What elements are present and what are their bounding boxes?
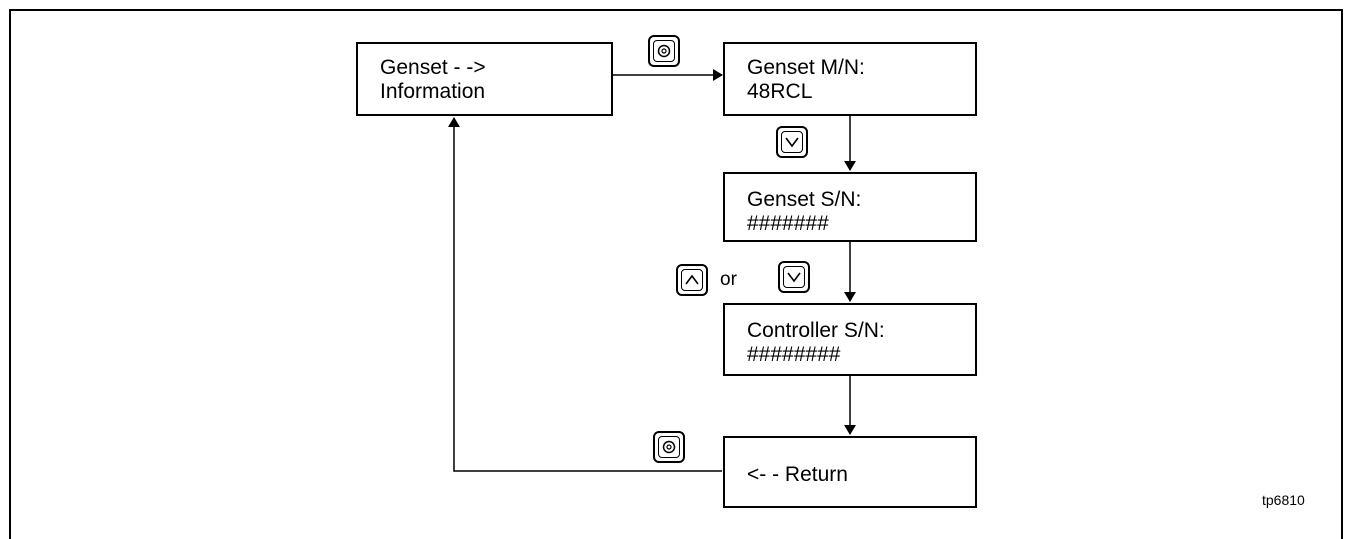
box-genset-sn: Genset S/N: ####### [723,172,977,242]
box-genset-mn: Genset M/N: 48RCL [723,42,977,116]
box-line1: Genset S/N: [747,188,862,211]
box-line2: 48RCL [747,80,813,103]
box-line1: Controller S/N: [747,319,885,342]
box-line2: Information [380,80,486,103]
box-controller-sn: Controller S/N: ######## [723,303,977,376]
figure-id: tp6810 [1262,492,1305,508]
box-line2: ######## [747,343,841,366]
up-arrow-button-icon [676,264,708,296]
down-arrow-button-icon [776,126,808,158]
box-return: <- - Return [723,436,977,508]
box-line1: <- - Return [747,463,848,486]
select-button-icon [653,431,685,463]
box-line1: Genset M/N: [747,56,865,79]
box-line2: ####### [747,212,829,235]
arrow-return-to-info [448,117,722,472]
box-line1: Genset - -> [380,56,486,79]
select-button-icon [648,35,680,67]
diagram-frame [9,9,1343,539]
box-genset-information: Genset - -> Information [356,42,613,116]
or-label: or [720,269,737,290]
down-arrow-button-icon [778,261,810,293]
